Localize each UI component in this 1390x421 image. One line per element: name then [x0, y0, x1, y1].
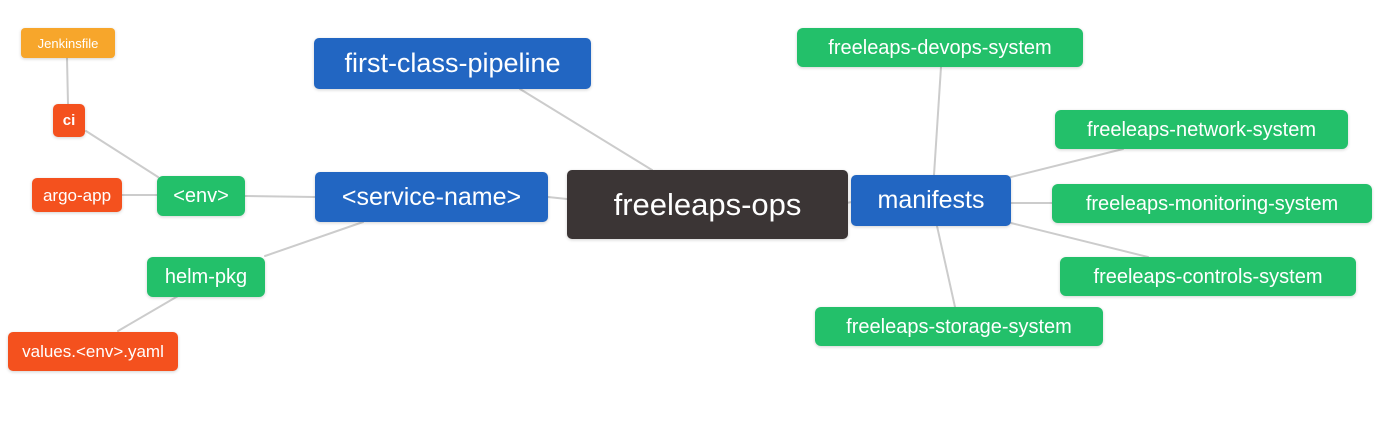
edge-env-service-name — [244, 195, 316, 198]
node-jenkinsfile[interactable]: Jenkinsfile — [21, 28, 115, 58]
node-first-class-pipeline[interactable]: first-class-pipeline — [314, 38, 591, 89]
node-env[interactable]: <env> — [157, 176, 245, 216]
node-freeleaps-controls-system[interactable]: freeleaps-controls-system — [1060, 257, 1356, 296]
edge-pipeline-freeleaps-ops — [519, 88, 653, 171]
node-helm-pkg[interactable]: helm-pkg — [147, 257, 265, 297]
edge-manifests-network — [1010, 148, 1124, 178]
edge-jenkinsfile-ci — [66, 57, 69, 105]
node-argo-app[interactable]: argo-app — [32, 178, 122, 212]
edge-manifests-devops — [933, 66, 942, 176]
edge-manifests-storage — [936, 225, 956, 308]
edge-helm-pkg-service-name — [264, 221, 364, 257]
node-freeleaps-network-system[interactable]: freeleaps-network-system — [1055, 110, 1348, 149]
node-values-env-yaml[interactable]: values.<env>.yaml — [8, 332, 178, 371]
node-freeleaps-ops-root[interactable]: freeleaps-ops — [567, 170, 848, 239]
edge-manifests-controls — [1010, 222, 1149, 258]
edge-ci-env — [85, 130, 159, 178]
node-service-name[interactable]: <service-name> — [315, 172, 548, 222]
node-manifests[interactable]: manifests — [851, 175, 1011, 226]
node-freeleaps-storage-system[interactable]: freeleaps-storage-system — [815, 307, 1103, 346]
node-ci[interactable]: ci — [53, 104, 85, 137]
edge-service-freeleaps-ops — [547, 196, 568, 200]
node-freeleaps-monitoring-system[interactable]: freeleaps-monitoring-system — [1052, 184, 1372, 223]
node-freeleaps-devops-system[interactable]: freeleaps-devops-system — [797, 28, 1083, 67]
edge-values-helm-pkg — [117, 295, 179, 332]
